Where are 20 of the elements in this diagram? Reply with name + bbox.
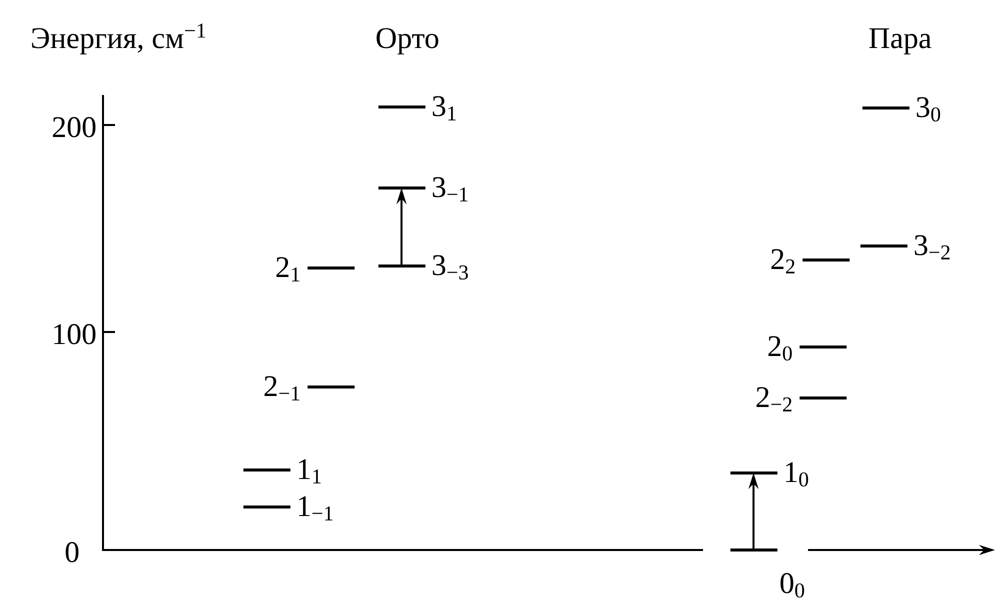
column-heading: Орто: [376, 28, 438, 54]
energy-level: 2$_{−1}$: [264, 376, 355, 400]
axis-title: Энергия, см$^{−1}$: [32, 24, 206, 54]
column-heading: Пара: [869, 28, 932, 54]
energy-level: 2$_{0}$: [768, 336, 847, 361]
energy-level: 2$_{−2}$: [756, 387, 847, 412]
tick-label: 100: [54, 324, 96, 344]
energy-level: 1$_{1}$: [243, 459, 321, 484]
energy-level: 3$_{0}$: [862, 97, 940, 122]
energy-level: 1$_{−1}$: [243, 496, 332, 520]
energy-level: 3$_{−3}$: [378, 255, 468, 280]
tick-label: 0: [66, 542, 78, 562]
energy-level: 0$_{0}$: [730, 548, 804, 598]
tick-label: 200: [52, 117, 96, 138]
energy-level: 2$_{1}$: [276, 257, 355, 282]
energy-level: 3$_{−1}$: [378, 177, 468, 202]
energy-level: 1$_{0}$: [730, 462, 808, 487]
energy-level: 2$_{2}$: [771, 249, 850, 274]
energy-level: 3$_{−2}$: [860, 235, 950, 260]
energy-level: 3$_{1}$: [378, 96, 456, 120]
